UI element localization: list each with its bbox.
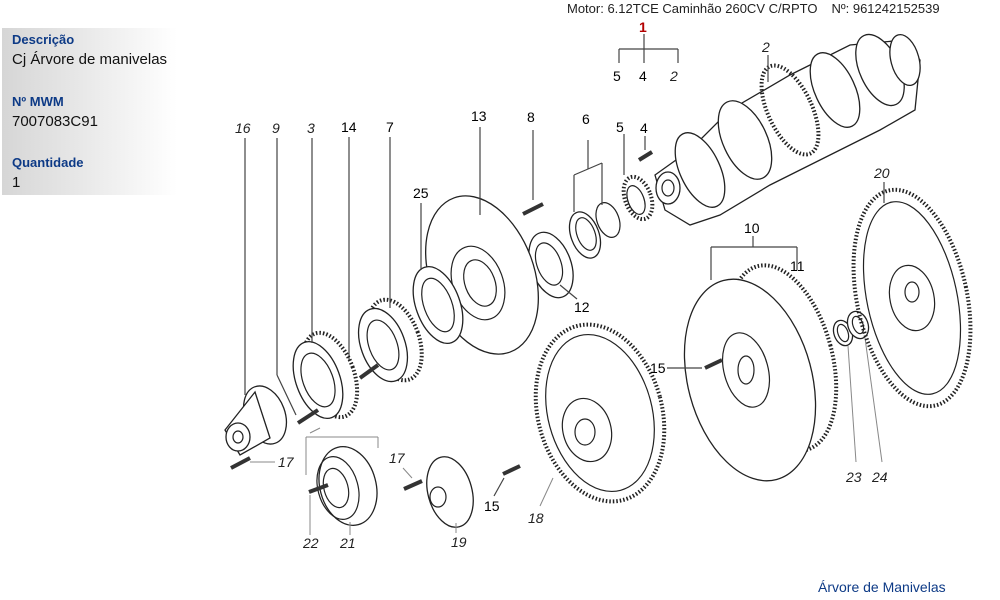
pulley-3 xyxy=(292,330,360,420)
flexplate-20 xyxy=(851,187,973,409)
callout-12[interactable]: 12 xyxy=(574,299,590,315)
callout-1[interactable]: 1 xyxy=(639,19,647,35)
pin-4 xyxy=(637,150,654,162)
flywheel-10 xyxy=(683,263,839,482)
bolt-14 xyxy=(358,363,380,380)
bolt-17-b xyxy=(403,479,423,491)
bolt-22 xyxy=(308,483,329,494)
callout-7[interactable]: 7 xyxy=(386,119,394,135)
callout-13[interactable]: 13 xyxy=(471,108,487,124)
callout-6[interactable]: 6 xyxy=(582,111,590,127)
bolt-9 xyxy=(296,408,320,425)
serial-number: Nº: 961242152539 xyxy=(831,1,940,16)
callout-22[interactable]: 22 xyxy=(302,535,319,551)
crankshaft xyxy=(654,33,921,226)
callout-19[interactable]: 19 xyxy=(451,534,467,550)
callout-24[interactable]: 24 xyxy=(871,469,888,485)
description-value: Cj Árvore de manivelas xyxy=(12,51,168,68)
callout-3[interactable]: 3 xyxy=(307,120,315,136)
ring-24 xyxy=(846,310,870,340)
callout-11[interactable]: 11 xyxy=(790,258,805,274)
callout-25[interactable]: 25 xyxy=(413,185,429,201)
callout-15-a[interactable]: 15 xyxy=(484,498,500,514)
callout-17-a[interactable]: 17 xyxy=(278,454,295,470)
motor-text: Motor: 6.12TCE Caminhão 260CV C/RPTO xyxy=(567,1,818,16)
assembly-1-bracket xyxy=(618,34,679,63)
callout-18[interactable]: 18 xyxy=(528,510,544,526)
pulley-21 xyxy=(316,446,378,526)
bolt-17-a xyxy=(230,456,251,470)
callout-1-sub-2[interactable]: 2 xyxy=(669,68,678,84)
callout-5[interactable]: 5 xyxy=(616,119,624,135)
seal-6 xyxy=(568,202,621,259)
bolt-15-a xyxy=(502,464,521,476)
callout-2[interactable]: 2 xyxy=(761,39,770,55)
callout-1-sub-4[interactable]: 4 xyxy=(639,68,647,84)
quantity-value: 1 xyxy=(12,174,21,191)
callout-16[interactable]: 16 xyxy=(235,120,251,136)
mwm-label: Nº MWM xyxy=(12,94,64,109)
callout-4[interactable]: 4 xyxy=(640,120,648,136)
bolt-15-b xyxy=(704,358,723,370)
callout-17-b[interactable]: 17 xyxy=(389,450,406,466)
mwm-value: 7007083C91 xyxy=(12,113,98,130)
callout-23[interactable]: 23 xyxy=(845,469,862,485)
footer-link-crankshaft[interactable]: Árvore de Manivelas xyxy=(818,579,946,595)
callout-bracket-21-22 xyxy=(305,427,379,475)
callout-21[interactable]: 21 xyxy=(339,535,356,551)
callout-14[interactable]: 14 xyxy=(341,119,357,135)
callout-1-sub-5[interactable]: 5 xyxy=(613,68,621,84)
callout-15-b[interactable]: 15 xyxy=(650,360,666,376)
ring-gear-18 xyxy=(533,322,667,504)
callout-10[interactable]: 10 xyxy=(744,220,760,236)
callout-8[interactable]: 8 xyxy=(527,109,535,125)
gasket-25 xyxy=(412,266,464,344)
engine-header: Motor: 6.12TCE Caminhão 260CV C/RPTO Nº: … xyxy=(567,1,954,16)
part-info-panel: Descrição Cj Árvore de manivelas Nº MWM … xyxy=(2,28,177,195)
pulley-7 xyxy=(357,297,424,383)
hub-16 xyxy=(224,385,288,456)
quantity-label: Quantidade xyxy=(12,155,84,170)
callout-6-bracket xyxy=(573,140,603,212)
callout-9[interactable]: 9 xyxy=(272,120,280,136)
callout-10-bracket xyxy=(710,236,798,280)
bolt-8 xyxy=(522,202,544,216)
callout-20[interactable]: 20 xyxy=(873,165,890,181)
description-label: Descrição xyxy=(12,32,75,47)
gear-5 xyxy=(621,174,655,222)
flange-19 xyxy=(426,456,474,528)
